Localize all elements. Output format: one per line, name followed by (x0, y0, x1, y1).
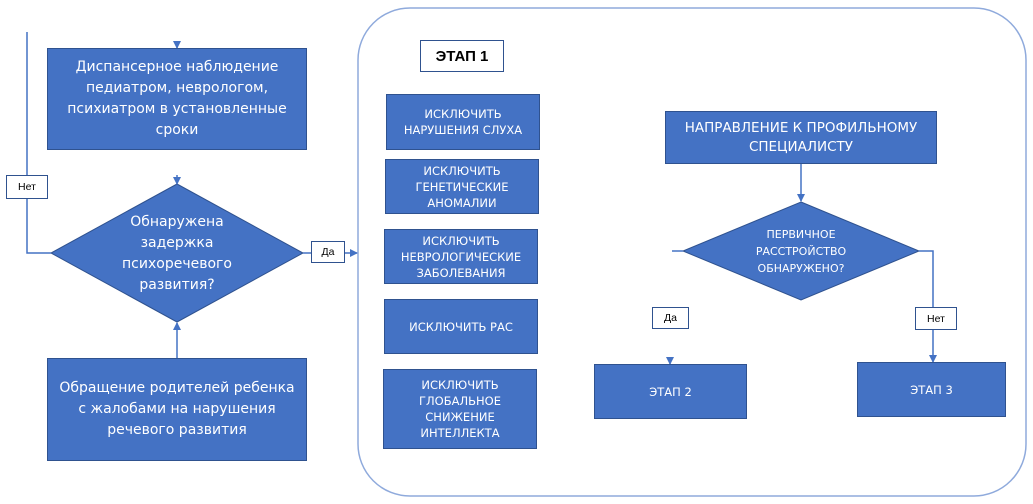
primary-decision-text: ПЕРВИЧНОЕ РАССТРОЙСТВО ОБНАРУЖЕНО? (755, 227, 847, 275)
no-to-stage3-label: Нет (915, 307, 957, 330)
no-loop-connector (26, 32, 51, 254)
appeal-text: Обращение родителей ребенка с жалобами н… (59, 380, 295, 438)
appeal-box: Обращение родителей ребенка с жалобами н… (47, 358, 307, 461)
stage1-frame (357, 7, 1027, 497)
no-loop-label: Нет (6, 175, 48, 199)
exclusion-asd: ИСКЛЮЧИТЬ РАС (384, 299, 538, 354)
exclusion-neurological: ИСКЛЮЧИТЬ НЕВРОЛОГИЧЕСКИЕ ЗАБОЛЕВАНИЯ (384, 229, 538, 284)
yes-to-stage2-label: Да (652, 307, 689, 329)
exclusion-hearing: ИСКЛЮЧИТЬ НАРУШЕНИЯ СЛУХА (386, 94, 540, 150)
exclusion-intellect: ИСКЛЮЧИТЬ ГЛОБАЛЬНОЕ СНИЖЕНИЕ ИНТЕЛЛЕКТА (383, 369, 537, 449)
observation-text: Диспансерное наблюдение педиатром, невро… (67, 59, 287, 138)
stage3-box: ЭТАП 3 (857, 362, 1006, 417)
observation-box: Диспансерное наблюдение педиатром, невро… (47, 48, 307, 150)
primary-decision-diamond (681, 201, 921, 301)
referral-box: НАПРАВЛЕНИЕ К ПРОФИЛЬНОМУ СПЕЦИАЛИСТУ (665, 111, 937, 164)
primary-decision-text-wrap: ПЕРВИЧНОЕ РАССТРОЙСТВО ОБНАРУЖЕНО? (735, 222, 867, 280)
exclusion-genetic: ИСКЛЮЧИТЬ ГЕНЕТИЧЕСКИЕ АНОМАЛИИ (385, 159, 539, 214)
delay-decision-text-wrap: Обнаружена задержка психоречевого развит… (105, 210, 249, 298)
stage2-box: ЭТАП 2 (594, 364, 747, 419)
delay-decision-text: Обнаружена задержка психоречевого развит… (122, 214, 232, 293)
yes-to-stage1-label: Да (311, 241, 345, 263)
stage1-title: ЭТАП 1 (420, 40, 504, 72)
